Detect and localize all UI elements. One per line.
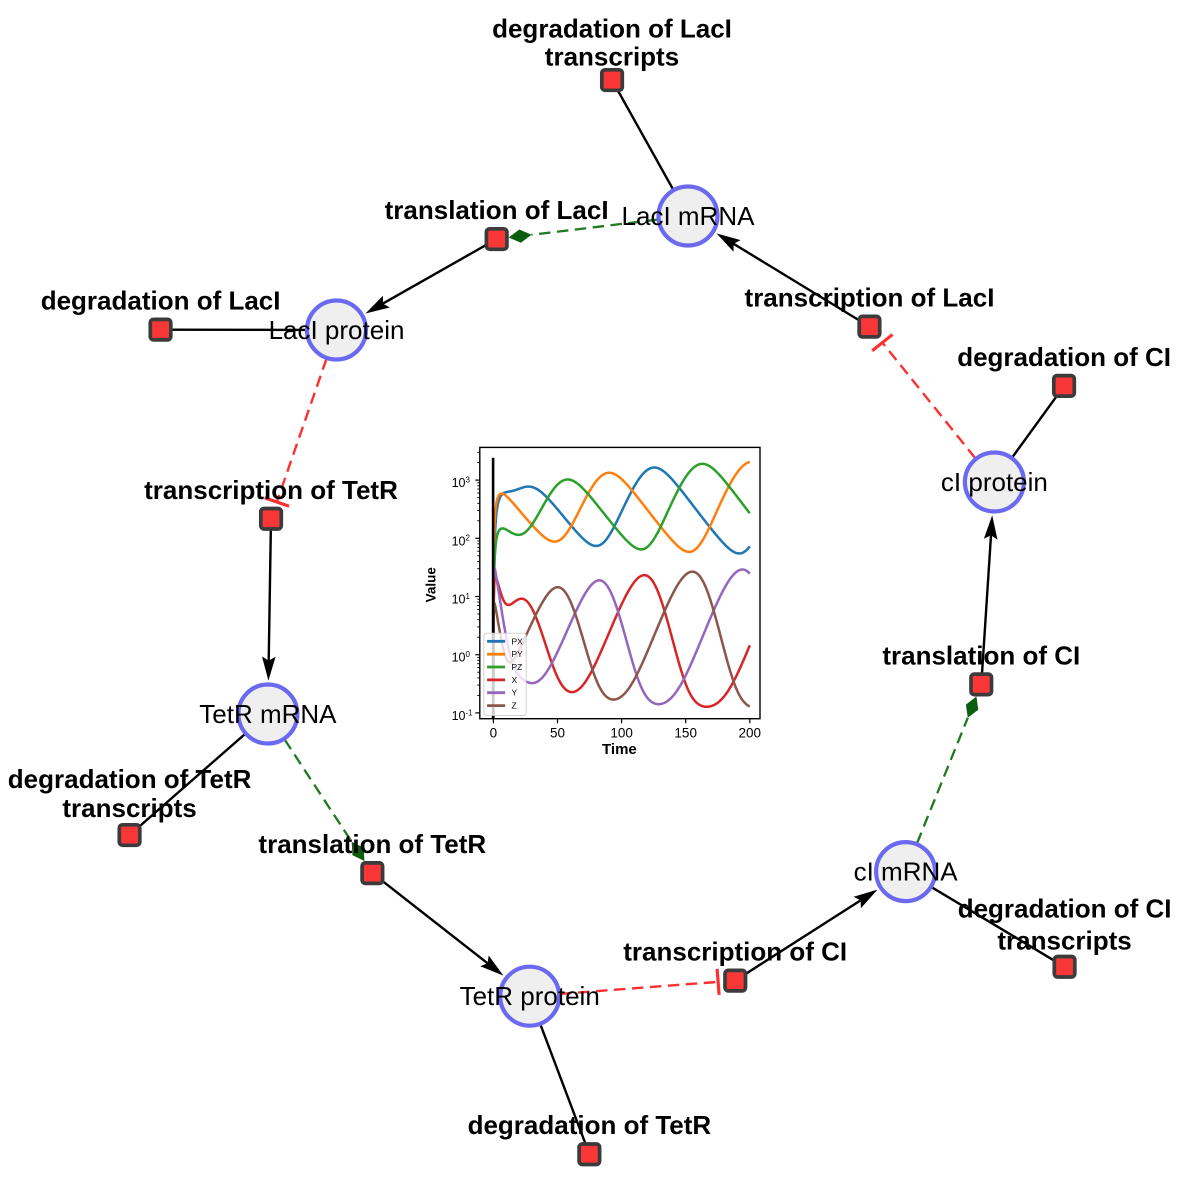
svg-text:150: 150 xyxy=(674,726,697,741)
svg-text:Time: Time xyxy=(602,741,637,758)
svg-text:TetR protein: TetR protein xyxy=(460,981,600,1011)
svg-text:100: 100 xyxy=(452,650,471,665)
svg-text:transcripts: transcripts xyxy=(997,925,1131,955)
svg-text:degradation of TetR: degradation of TetR xyxy=(8,764,252,794)
svg-text:cI protein: cI protein xyxy=(941,467,1048,497)
svg-text:transcription of CI: transcription of CI xyxy=(623,937,847,967)
svg-text:100: 100 xyxy=(610,726,633,741)
svg-text:transcripts: transcripts xyxy=(62,793,196,823)
svg-text:LacI mRNA: LacI mRNA xyxy=(622,201,756,231)
svg-text:LacI protein: LacI protein xyxy=(269,315,405,345)
svg-text:0: 0 xyxy=(490,726,498,741)
svg-text:PZ: PZ xyxy=(512,662,523,672)
svg-text:PY: PY xyxy=(512,649,524,659)
svg-text:cI mRNA: cI mRNA xyxy=(854,857,959,887)
svg-text:50: 50 xyxy=(550,726,565,741)
svg-text:translation of CI: translation of CI xyxy=(882,640,1080,670)
svg-text:102: 102 xyxy=(452,534,471,549)
svg-text:translation of LacI: translation of LacI xyxy=(385,195,609,225)
svg-text:transcription of TetR: transcription of TetR xyxy=(144,475,398,505)
svg-text:101: 101 xyxy=(452,592,471,607)
svg-text:X: X xyxy=(512,675,518,685)
svg-text:PX: PX xyxy=(512,636,524,646)
svg-text:TetR mRNA: TetR mRNA xyxy=(199,699,337,729)
svg-text:200: 200 xyxy=(739,726,762,741)
svg-text:Value: Value xyxy=(424,567,439,603)
svg-text:degradation of LacI: degradation of LacI xyxy=(41,286,281,316)
svg-text:transcripts: transcripts xyxy=(545,42,679,72)
svg-text:Z: Z xyxy=(512,701,517,711)
svg-text:degradation of CI: degradation of CI xyxy=(957,342,1171,372)
svg-text:translation of TetR: translation of TetR xyxy=(258,829,486,859)
svg-text:degradation of CI: degradation of CI xyxy=(958,894,1172,924)
svg-text:transcription of LacI: transcription of LacI xyxy=(745,283,995,313)
svg-text:10-1: 10-1 xyxy=(452,708,474,723)
svg-text:Y: Y xyxy=(512,688,518,698)
svg-text:degradation of TetR: degradation of TetR xyxy=(468,1110,712,1140)
svg-text:degradation of LacI: degradation of LacI xyxy=(492,14,732,44)
svg-text:103: 103 xyxy=(452,476,471,491)
